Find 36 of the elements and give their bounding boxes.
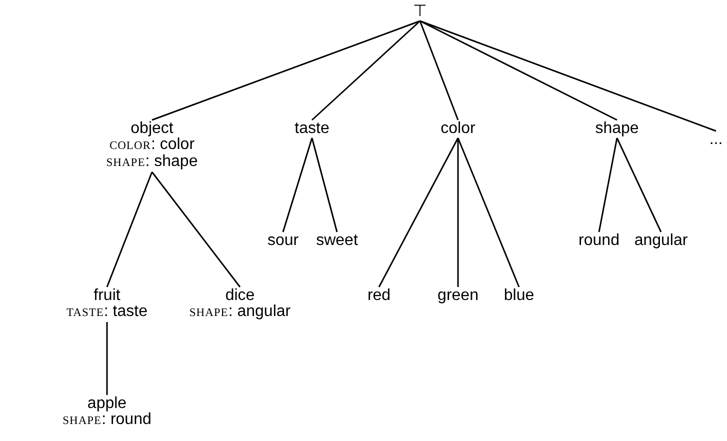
tree-branch-line	[457, 138, 459, 287]
tree-node-label: green	[438, 288, 478, 304]
tree-branch-line	[106, 172, 153, 288]
feature-annotation: TASTE: taste	[66, 304, 148, 321]
tree-node-label: angular	[634, 233, 688, 249]
tree-node-label: taste	[294, 121, 330, 137]
feature-annotation: COLOR: color	[108, 137, 196, 154]
tree-node-label: object	[130, 121, 174, 137]
tree-branch-line	[282, 138, 313, 232]
tree-node-label: sour	[267, 233, 299, 249]
tree-node-label: shape	[595, 121, 639, 137]
tree-node-label: dice	[224, 288, 256, 304]
tree-branch-line	[312, 20, 420, 121]
tree-branch-line	[420, 20, 618, 121]
tree-branch-line	[378, 138, 459, 288]
tree-node-label: color	[440, 121, 476, 137]
tree-branch-line	[419, 20, 459, 120]
tree-node-label: red	[367, 288, 391, 304]
tree-node-label: fruit	[92, 288, 122, 304]
tree-branch-line	[152, 20, 420, 121]
tree-node-label: apple	[86, 396, 128, 412]
feature-annotation: SHAPE: round	[62, 412, 152, 429]
tree-branch-line	[151, 172, 241, 288]
tree-node-label: ...	[709, 132, 723, 148]
tree-branch-line	[106, 322, 108, 395]
tree-node-label: blue	[504, 288, 534, 304]
tree-node-label: sweet	[316, 233, 358, 249]
tree-branch-line	[311, 138, 338, 232]
tree-node-label: round	[578, 233, 620, 249]
tree-branch-line	[457, 138, 520, 288]
tree-branch-line	[420, 20, 716, 132]
tree-branch-line	[598, 138, 618, 232]
tree-branch-line	[616, 138, 662, 232]
tree-node-label: ⊤	[413, 4, 427, 20]
feature-annotation: SHAPE: shape	[106, 154, 198, 171]
feature-annotation: SHAPE: angular	[189, 304, 291, 321]
